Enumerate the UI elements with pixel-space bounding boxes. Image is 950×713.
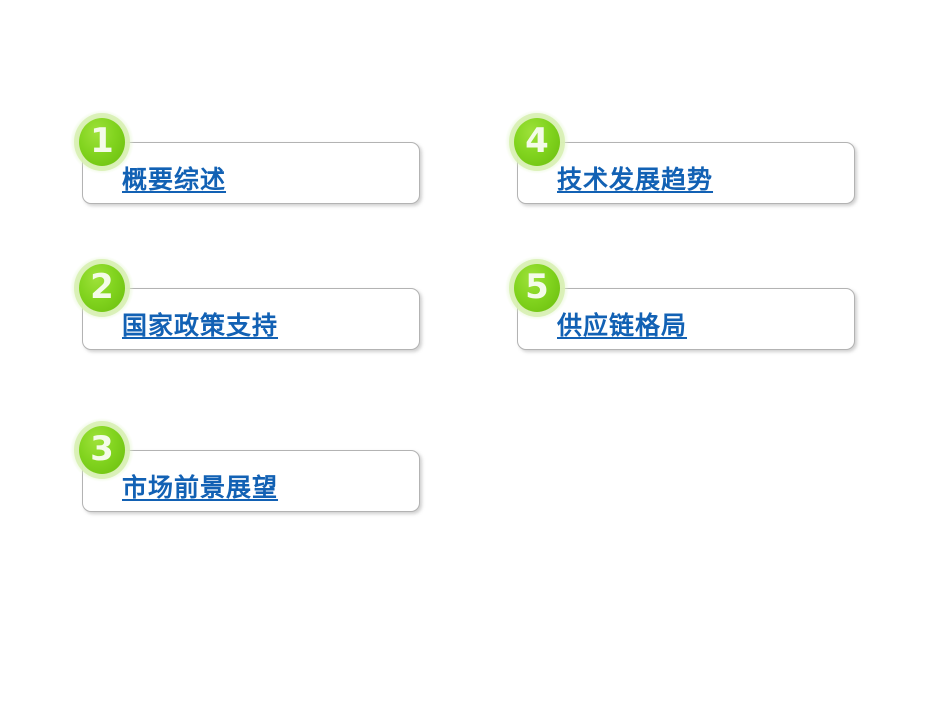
agenda-item-label[interactable]: 概要综述 <box>122 165 227 194</box>
badge-disc <box>79 264 125 312</box>
badge-number: 4 <box>525 121 549 161</box>
agenda-item-1[interactable]: 概要综述 1 <box>70 110 420 220</box>
agenda-item-box[interactable] <box>82 450 420 512</box>
badge-disc <box>514 264 560 312</box>
agenda-item-label[interactable]: 技术发展趋势 <box>557 165 714 194</box>
agenda-item-label[interactable]: 国家政策支持 <box>122 311 279 340</box>
agenda-item-box[interactable] <box>82 288 420 350</box>
agenda-item-2[interactable]: 国家政策支持 2 <box>70 256 420 366</box>
badge-number: 3 <box>90 429 114 469</box>
number-badge-2[interactable]: 2 <box>70 256 134 320</box>
badge-disc <box>514 118 560 166</box>
agenda-item-box[interactable] <box>517 288 855 350</box>
agenda-item-label[interactable]: 供应链格局 <box>557 311 688 340</box>
agenda-item-5[interactable]: 供应链格局 5 <box>505 256 855 366</box>
number-badge-3[interactable]: 3 <box>70 418 134 482</box>
agenda-item-box[interactable] <box>82 142 420 204</box>
number-badge-4[interactable]: 4 <box>505 110 569 174</box>
badge-number: 1 <box>90 121 114 161</box>
agenda-item-3[interactable]: 市场前景展望 3 <box>70 418 420 528</box>
agenda-item-box[interactable] <box>517 142 855 204</box>
agenda-item-label[interactable]: 市场前景展望 <box>122 473 279 502</box>
badge-number: 5 <box>525 267 549 307</box>
badge-number: 2 <box>90 267 114 307</box>
agenda-item-4[interactable]: 技术发展趋势 4 <box>505 110 855 220</box>
number-badge-1[interactable]: 1 <box>70 110 134 174</box>
badge-disc <box>79 426 125 474</box>
badge-disc <box>79 118 125 166</box>
number-badge-5[interactable]: 5 <box>505 256 569 320</box>
